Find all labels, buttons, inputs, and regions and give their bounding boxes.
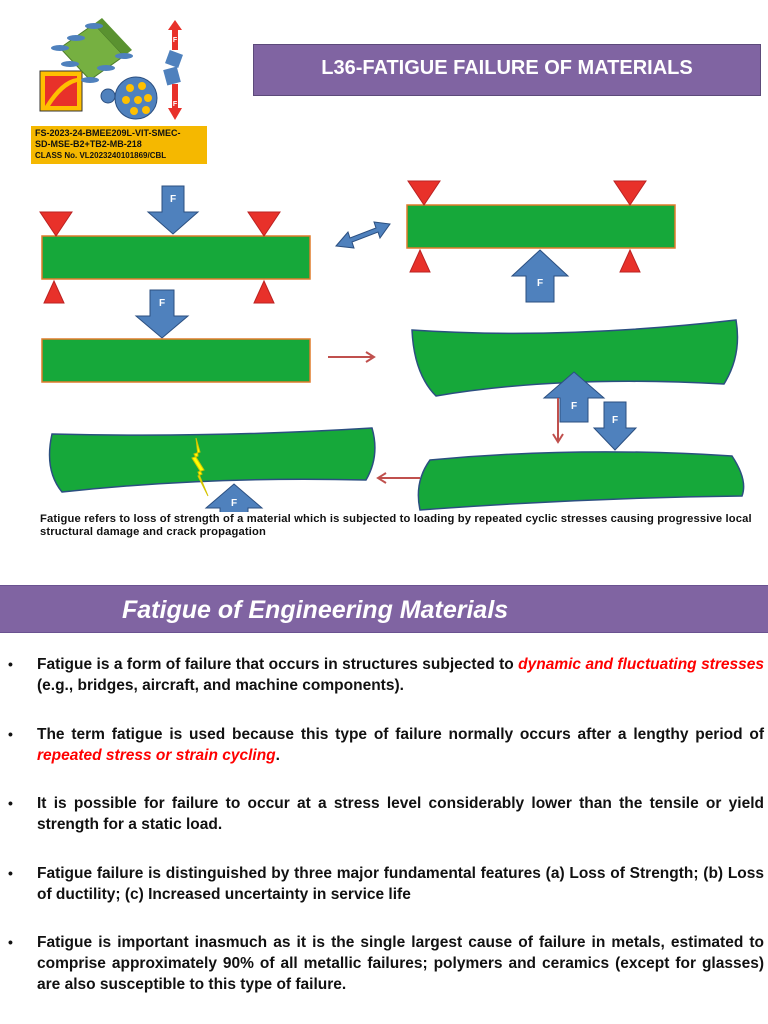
bullet-dot: • bbox=[8, 934, 13, 950]
bullet-text-part: Fatigue is a form of failure that occurs… bbox=[37, 656, 519, 673]
double-arrow-icon bbox=[335, 221, 391, 249]
bullet-item: • Fatigue is important inasmuch as it is… bbox=[8, 932, 764, 995]
bullet-text: The term fatigue is used because this ty… bbox=[37, 724, 764, 766]
force-label: F bbox=[159, 298, 165, 309]
bullet-text-part: . bbox=[275, 747, 280, 764]
bullet-text: It is possible for failure to occur at a… bbox=[37, 795, 764, 833]
logo-arrow-label: F bbox=[173, 101, 178, 108]
bullet-item: • It is possible for failure to occur at… bbox=[8, 793, 764, 835]
cycle-arrow-icon bbox=[552, 398, 564, 444]
support-triangle bbox=[253, 279, 275, 304]
course-code-line: CLASS No. VL2023240101869/CBL bbox=[35, 151, 167, 160]
beam-straight: F bbox=[41, 289, 311, 383]
support-triangle bbox=[407, 180, 441, 206]
support-triangle bbox=[39, 211, 73, 237]
slide-banner-title: Fatigue of Engineering Materials bbox=[0, 585, 768, 633]
bullet-emphasis: repeated stress or strain cycling bbox=[37, 747, 276, 764]
logo-force-arrows-icon: F F bbox=[163, 20, 183, 120]
force-arrow-up bbox=[510, 249, 570, 303]
slide-fatigue-engineering bbox=[0, 563, 768, 1024]
support-triangle bbox=[409, 248, 431, 273]
logo-gears-icon bbox=[51, 18, 133, 83]
beam-cracked: F bbox=[48, 427, 376, 512]
course-code-line: FS-2023-24-BMEE209L-VIT-SMEC- bbox=[35, 128, 181, 138]
bullet-dot: • bbox=[8, 795, 13, 811]
force-arrow-down: F bbox=[592, 401, 638, 451]
support-triangle bbox=[247, 211, 281, 237]
bullet-emphasis: dynamic and fluctuating stresses bbox=[518, 656, 764, 673]
bullet-dot: • bbox=[8, 865, 13, 881]
slide-divider bbox=[0, 557, 768, 563]
slide-fatigue-failure: F F FS-2023-24-BMEE209L-VIT-SMEC- SD-MSE… bbox=[31, 18, 761, 538]
logo-bridge-icon bbox=[39, 70, 83, 112]
fatigue-diagram: F F F bbox=[39, 180, 745, 512]
course-code-label: FS-2023-24-BMEE209L-VIT-SMEC- SD-MSE-B2+… bbox=[31, 126, 207, 164]
bullet-item: • Fatigue failure is distinguished by th… bbox=[8, 863, 764, 905]
bullet-dot: • bbox=[8, 656, 13, 672]
force-label: F bbox=[170, 194, 176, 205]
crack-lightning-icon bbox=[191, 437, 209, 497]
bullet-text: Fatigue is a form of failure that occurs… bbox=[37, 654, 764, 696]
force-label: F bbox=[612, 415, 618, 426]
course-code-line: SD-MSE-B2+TB2-MB-218 bbox=[35, 139, 142, 149]
bullet-dot: • bbox=[8, 726, 13, 742]
bullet-text: Fatigue failure is distinguished by thre… bbox=[37, 865, 764, 903]
bullet-item: • Fatigue is a form of failure that occu… bbox=[8, 654, 764, 696]
bullet-text: Fatigue is important inasmuch as it is t… bbox=[37, 934, 764, 993]
force-arrow-up bbox=[204, 483, 264, 512]
beam-deformed-downward bbox=[417, 451, 745, 511]
force-arrow-down bbox=[146, 185, 200, 235]
progress-arrow-icon bbox=[376, 472, 420, 484]
logo-balls-icon bbox=[100, 76, 158, 120]
force-arrow-up: F bbox=[542, 371, 606, 423]
slide-title: L36-FATIGUE FAILURE OF MATERIALS bbox=[253, 44, 761, 96]
force-label: F bbox=[537, 278, 543, 289]
force-arrow-down bbox=[134, 289, 190, 339]
bullet-text-part: The term fatigue is used because this ty… bbox=[37, 726, 764, 743]
support-triangle bbox=[619, 248, 641, 273]
fatigue-definition: Fatigue refers to loss of strength of a … bbox=[40, 513, 752, 538]
force-label: F bbox=[571, 401, 577, 412]
progress-arrow-icon bbox=[328, 351, 376, 363]
support-triangle bbox=[613, 180, 647, 206]
support-triangle bbox=[43, 279, 65, 304]
logo-arrow-label: F bbox=[173, 37, 178, 44]
bullet-text-part: (e.g., bridges, aircraft, and machine co… bbox=[37, 677, 404, 694]
bullet-item: • The term fatigue is used because this … bbox=[8, 724, 764, 766]
beam-bending-top: F bbox=[39, 185, 311, 304]
beam-bending-reversed: F bbox=[406, 180, 676, 303]
beam-deformed-upward bbox=[411, 319, 739, 397]
logo-cluster: F F bbox=[39, 18, 183, 120]
force-label: F bbox=[231, 498, 237, 509]
